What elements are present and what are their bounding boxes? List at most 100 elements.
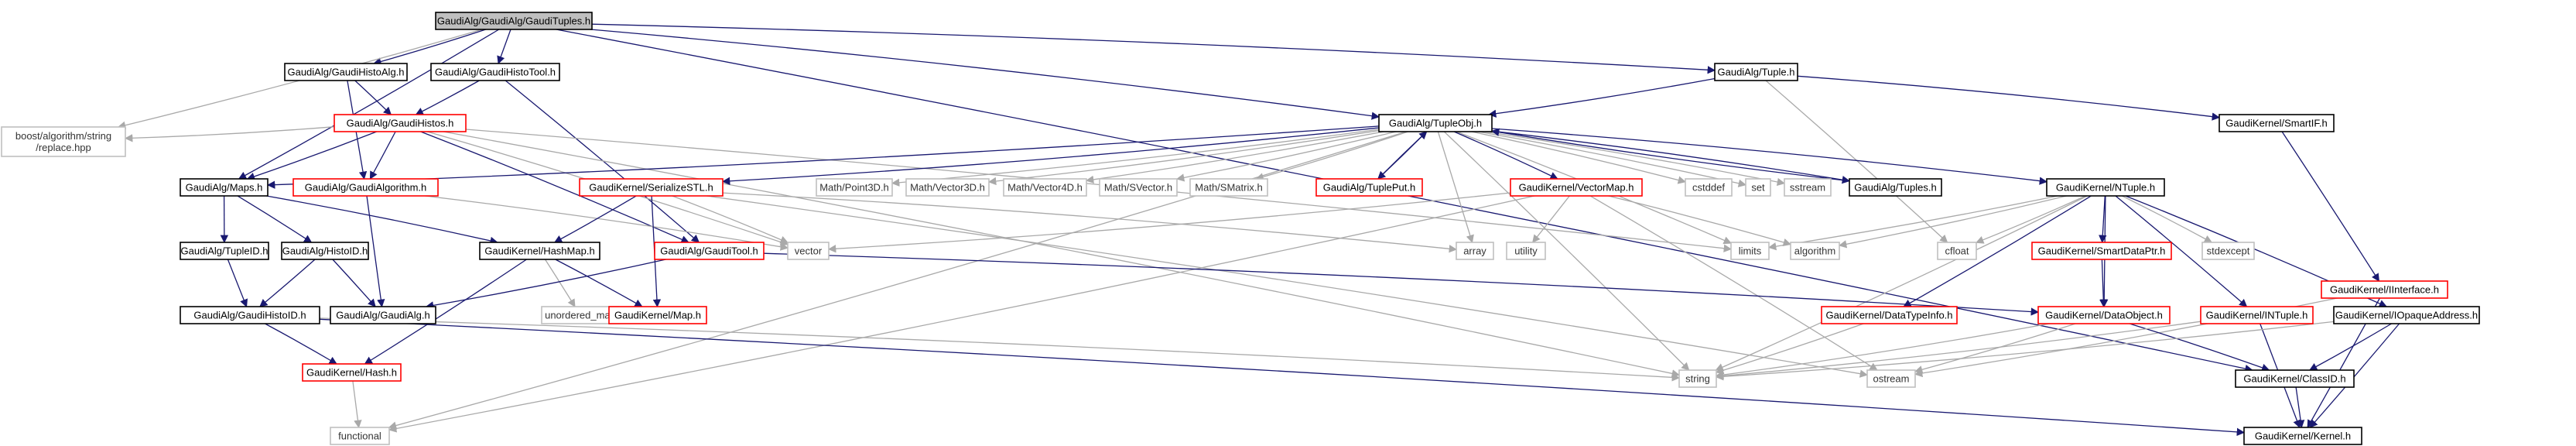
node-intuple[interactable]: GaudiKernel/INTuple.h: [2200, 306, 2314, 324]
node-tuples[interactable]: GaudiAlg/Tuples.h: [1849, 178, 1942, 197]
node-box-gauditool[interactable]: [654, 242, 765, 260]
node-label-dataobject: GaudiKernel/DataObject.h: [2045, 310, 2163, 321]
node-label-set: set: [1751, 182, 1765, 194]
node-gaudituples[interactable]: GaudiAlg/GaudiAlg/GaudiTuples.h: [435, 12, 593, 30]
node-label-array: array: [1463, 245, 1486, 257]
edge-tupleobj-to-point3d: [891, 129, 1380, 187]
edge-tupleobj-to-vector4d: [1085, 131, 1384, 184]
node-box-ntuple[interactable]: [2046, 178, 2165, 197]
edge-gaudihistoid-to-hash: [265, 323, 337, 365]
node-box-gaudituples[interactable]: [435, 12, 593, 30]
node-tupleobj[interactable]: GaudiAlg/TupleObj.h: [1378, 114, 1493, 132]
edge-histoid-to-gaudihistoid: [259, 259, 316, 307]
edge-serializestl-to-array: [722, 192, 1458, 253]
node-box-intuple[interactable]: [2200, 306, 2314, 324]
node-label-datatypeinfo: GaudiKernel/DataTypeInfo.h: [1825, 310, 1952, 321]
node-label-cstddef: cstddef: [1692, 182, 1725, 194]
edge-histoid-to-gaudialg: [332, 259, 376, 307]
node-vector: vector: [787, 242, 830, 260]
node-box-algorithm: [1790, 242, 1840, 260]
node-box-tupleid[interactable]: [180, 242, 269, 260]
node-box-histoalg[interactable]: [284, 63, 408, 81]
node-box-tuple[interactable]: [1714, 63, 1798, 81]
node-label-histotool: GaudiAlg/GaudiHistoTool.h: [435, 67, 556, 78]
node-box-smartif[interactable]: [2219, 114, 2335, 132]
node-label-gaudituples: GaudiAlg/GaudiAlg/GaudiTuples.h: [437, 15, 590, 27]
node-box-iopaqueaddress[interactable]: [2333, 306, 2480, 324]
node-tuple[interactable]: GaudiAlg/Tuple.h: [1714, 63, 1798, 81]
node-box-gaudialg[interactable]: [330, 306, 436, 324]
node-gaudialgorithm[interactable]: GaudiAlg/GaudiAlgorithm.h: [292, 178, 439, 197]
edge-ntuple-to-cfloat: [1976, 195, 2086, 244]
node-hash[interactable]: GaudiKernel/Hash.h: [302, 363, 402, 382]
edge-gauditool-to-dataobject: [763, 252, 2040, 316]
node-box-kernel[interactable]: [2243, 427, 2362, 445]
edge-tupleobj-to-set: [1478, 131, 1747, 187]
edge-gaudihistoid-to-string: [319, 317, 1681, 382]
node-box-tupleput[interactable]: [1315, 178, 1423, 197]
node-histotool[interactable]: GaudiAlg/GaudiHistoTool.h: [430, 63, 560, 81]
edge-gaudihistos-to-string: [443, 131, 1681, 378]
node-box-gaudihistoid[interactable]: [180, 306, 320, 324]
node-tupleput[interactable]: GaudiAlg/TuplePut.h: [1315, 178, 1423, 197]
node-hashmap[interactable]: GaudiKernel/HashMap.h: [479, 242, 600, 260]
node-box-utility: [1506, 242, 1546, 260]
edge-ntuple-to-string: [1715, 195, 2088, 371]
node-stdexcept: stdexcept: [2201, 242, 2255, 260]
edge-hashmap-to-hash: [364, 259, 527, 365]
node-dataobject[interactable]: GaudiKernel/DataObject.h: [2037, 306, 2171, 324]
node-datatypeinfo[interactable]: GaudiKernel/DataTypeInfo.h: [1821, 306, 1958, 324]
node-gaudialg[interactable]: GaudiAlg/GaudiAlg.h: [330, 306, 436, 324]
edge-gaudihistoid-to-kernel: [319, 318, 2246, 437]
node-smartif[interactable]: GaudiKernel/SmartIF.h: [2219, 114, 2335, 132]
node-ntuple[interactable]: GaudiKernel/NTuple.h: [2046, 178, 2165, 197]
node-box-hash[interactable]: [302, 363, 402, 382]
node-label-smartif: GaudiKernel/SmartIF.h: [2225, 118, 2328, 129]
node-smartdataptr[interactable]: GaudiKernel/SmartDataPtr.h: [2031, 242, 2172, 260]
node-tupleid[interactable]: GaudiAlg/TupleID.h: [180, 242, 269, 260]
node-box-serializestl[interactable]: [579, 178, 724, 197]
node-gaudihistoid[interactable]: GaudiAlg/GaudiHistoID.h: [180, 306, 320, 324]
edge-smartif-to-iinterface: [2281, 131, 2379, 282]
edge-vectormap-to-algorithm: [1608, 195, 1791, 246]
node-serializestl[interactable]: GaudiKernel/SerializeSTL.h: [579, 178, 724, 197]
node-box-hashmap[interactable]: [479, 242, 600, 260]
node-classid[interactable]: GaudiKernel/ClassID.h: [2235, 369, 2355, 388]
edge-gaudituples-to-histotool: [497, 29, 511, 64]
edge-tuple-to-smartif: [1797, 75, 2221, 121]
node-box-histotool[interactable]: [430, 63, 560, 81]
node-maps[interactable]: GaudiAlg/Maps.h: [180, 178, 269, 197]
edge-tupleput-to-tupleobj: [1377, 131, 1428, 180]
node-box-gaudihistos[interactable]: [334, 114, 467, 132]
edge-intuple-to-string: [1715, 321, 2201, 380]
node-box-datatypeinfo[interactable]: [1821, 306, 1958, 324]
node-algorithm: algorithm: [1790, 242, 1840, 260]
node-box-vectormap[interactable]: [1510, 178, 1643, 197]
edge-dataobject-to-ostream: [1914, 323, 2076, 374]
node-gaudihistos[interactable]: GaudiAlg/GaudiHistos.h: [334, 114, 467, 132]
node-gauditool[interactable]: GaudiAlg/GaudiTool.h: [654, 242, 765, 260]
node-iinterface[interactable]: GaudiKernel/IInterface.h: [2321, 280, 2448, 299]
edge-tupleobj-to-svector: [1175, 131, 1397, 182]
node-box-histoid[interactable]: [281, 242, 369, 260]
node-histoalg[interactable]: GaudiAlg/GaudiHistoAlg.h: [284, 63, 408, 81]
node-kmap[interactable]: GaudiKernel/Map.h: [608, 306, 707, 324]
node-vectormap[interactable]: GaudiKernel/VectorMap.h: [1510, 178, 1643, 197]
node-label-gaudialgorithm: GaudiAlg/GaudiAlgorithm.h: [305, 182, 427, 194]
node-label-smartdataptr: GaudiKernel/SmartDataPtr.h: [2038, 245, 2166, 257]
edge-layer: [117, 23, 2400, 437]
edge-hashmap-to-unordered_map: [544, 259, 576, 307]
node-box-tuples[interactable]: [1849, 178, 1942, 197]
node-box-kmap[interactable]: [608, 306, 707, 324]
node-box-gaudialgorithm[interactable]: [292, 178, 439, 197]
node-box-classid[interactable]: [2235, 369, 2355, 388]
node-box-dataobject[interactable]: [2037, 306, 2171, 324]
node-iopaqueaddress[interactable]: GaudiKernel/IOpaqueAddress.h: [2333, 306, 2480, 324]
node-box-tupleobj[interactable]: [1378, 114, 1493, 132]
node-label-stdexcept: stdexcept: [2207, 245, 2250, 257]
node-kernel[interactable]: GaudiKernel/Kernel.h: [2243, 427, 2362, 445]
node-box-iinterface[interactable]: [2321, 280, 2448, 299]
node-box-maps[interactable]: [180, 178, 269, 197]
node-histoid[interactable]: GaudiAlg/HistoID.h: [281, 242, 369, 260]
node-box-smartdataptr[interactable]: [2031, 242, 2172, 260]
